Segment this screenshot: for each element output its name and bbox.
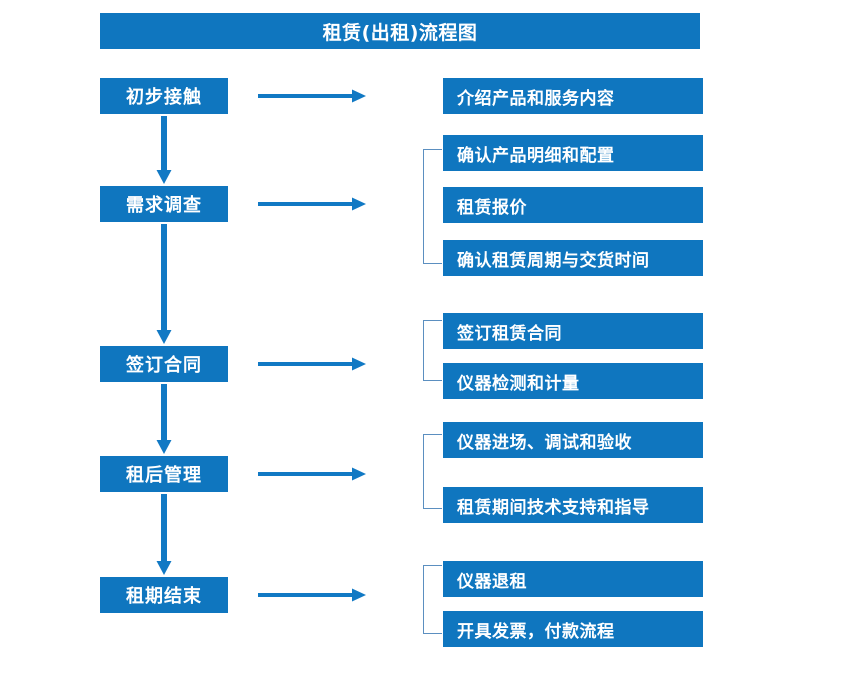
stage-box-4[interactable]: 租后管理 bbox=[100, 456, 228, 492]
vertical-arrow-3 bbox=[155, 384, 173, 454]
detail-box-3-2[interactable]: 仪器检测和计量 bbox=[443, 363, 703, 399]
group-bracket-2 bbox=[423, 149, 442, 264]
vertical-arrow-1 bbox=[155, 116, 173, 184]
detail-box-5-1[interactable]: 仪器退租 bbox=[443, 561, 703, 597]
group-bracket-4 bbox=[423, 434, 442, 509]
horizontal-arrow-3 bbox=[258, 355, 366, 373]
stage-box-2[interactable]: 需求调查 bbox=[100, 186, 228, 222]
detail-box-5-2[interactable]: 开具发票，付款流程 bbox=[443, 611, 703, 647]
page-title: 租赁(出租)流程图 bbox=[100, 13, 700, 49]
stage-box-5[interactable]: 租期结束 bbox=[100, 577, 228, 613]
horizontal-arrow-5 bbox=[258, 586, 366, 604]
group-bracket-3 bbox=[423, 320, 442, 381]
detail-box-4-2[interactable]: 租赁期间技术支持和指导 bbox=[443, 487, 703, 523]
detail-box-2-1[interactable]: 确认产品明细和配置 bbox=[443, 135, 703, 171]
horizontal-arrow-2 bbox=[258, 195, 366, 213]
detail-box-3-1[interactable]: 签订租赁合同 bbox=[443, 313, 703, 349]
detail-box-2-2[interactable]: 租赁报价 bbox=[443, 187, 703, 223]
stage-box-3[interactable]: 签订合同 bbox=[100, 346, 228, 382]
stage-box-1[interactable]: 初步接触 bbox=[100, 78, 228, 114]
horizontal-arrow-4 bbox=[258, 465, 366, 483]
vertical-arrow-4 bbox=[155, 494, 173, 575]
detail-box-2-3[interactable]: 确认租赁周期与交货时间 bbox=[443, 240, 703, 276]
horizontal-arrow-1 bbox=[258, 87, 366, 105]
detail-box-4-1[interactable]: 仪器进场、调试和验收 bbox=[443, 422, 703, 458]
detail-box-1-1[interactable]: 介绍产品和服务内容 bbox=[443, 78, 703, 114]
vertical-arrow-2 bbox=[155, 224, 173, 344]
group-bracket-5 bbox=[423, 565, 442, 634]
